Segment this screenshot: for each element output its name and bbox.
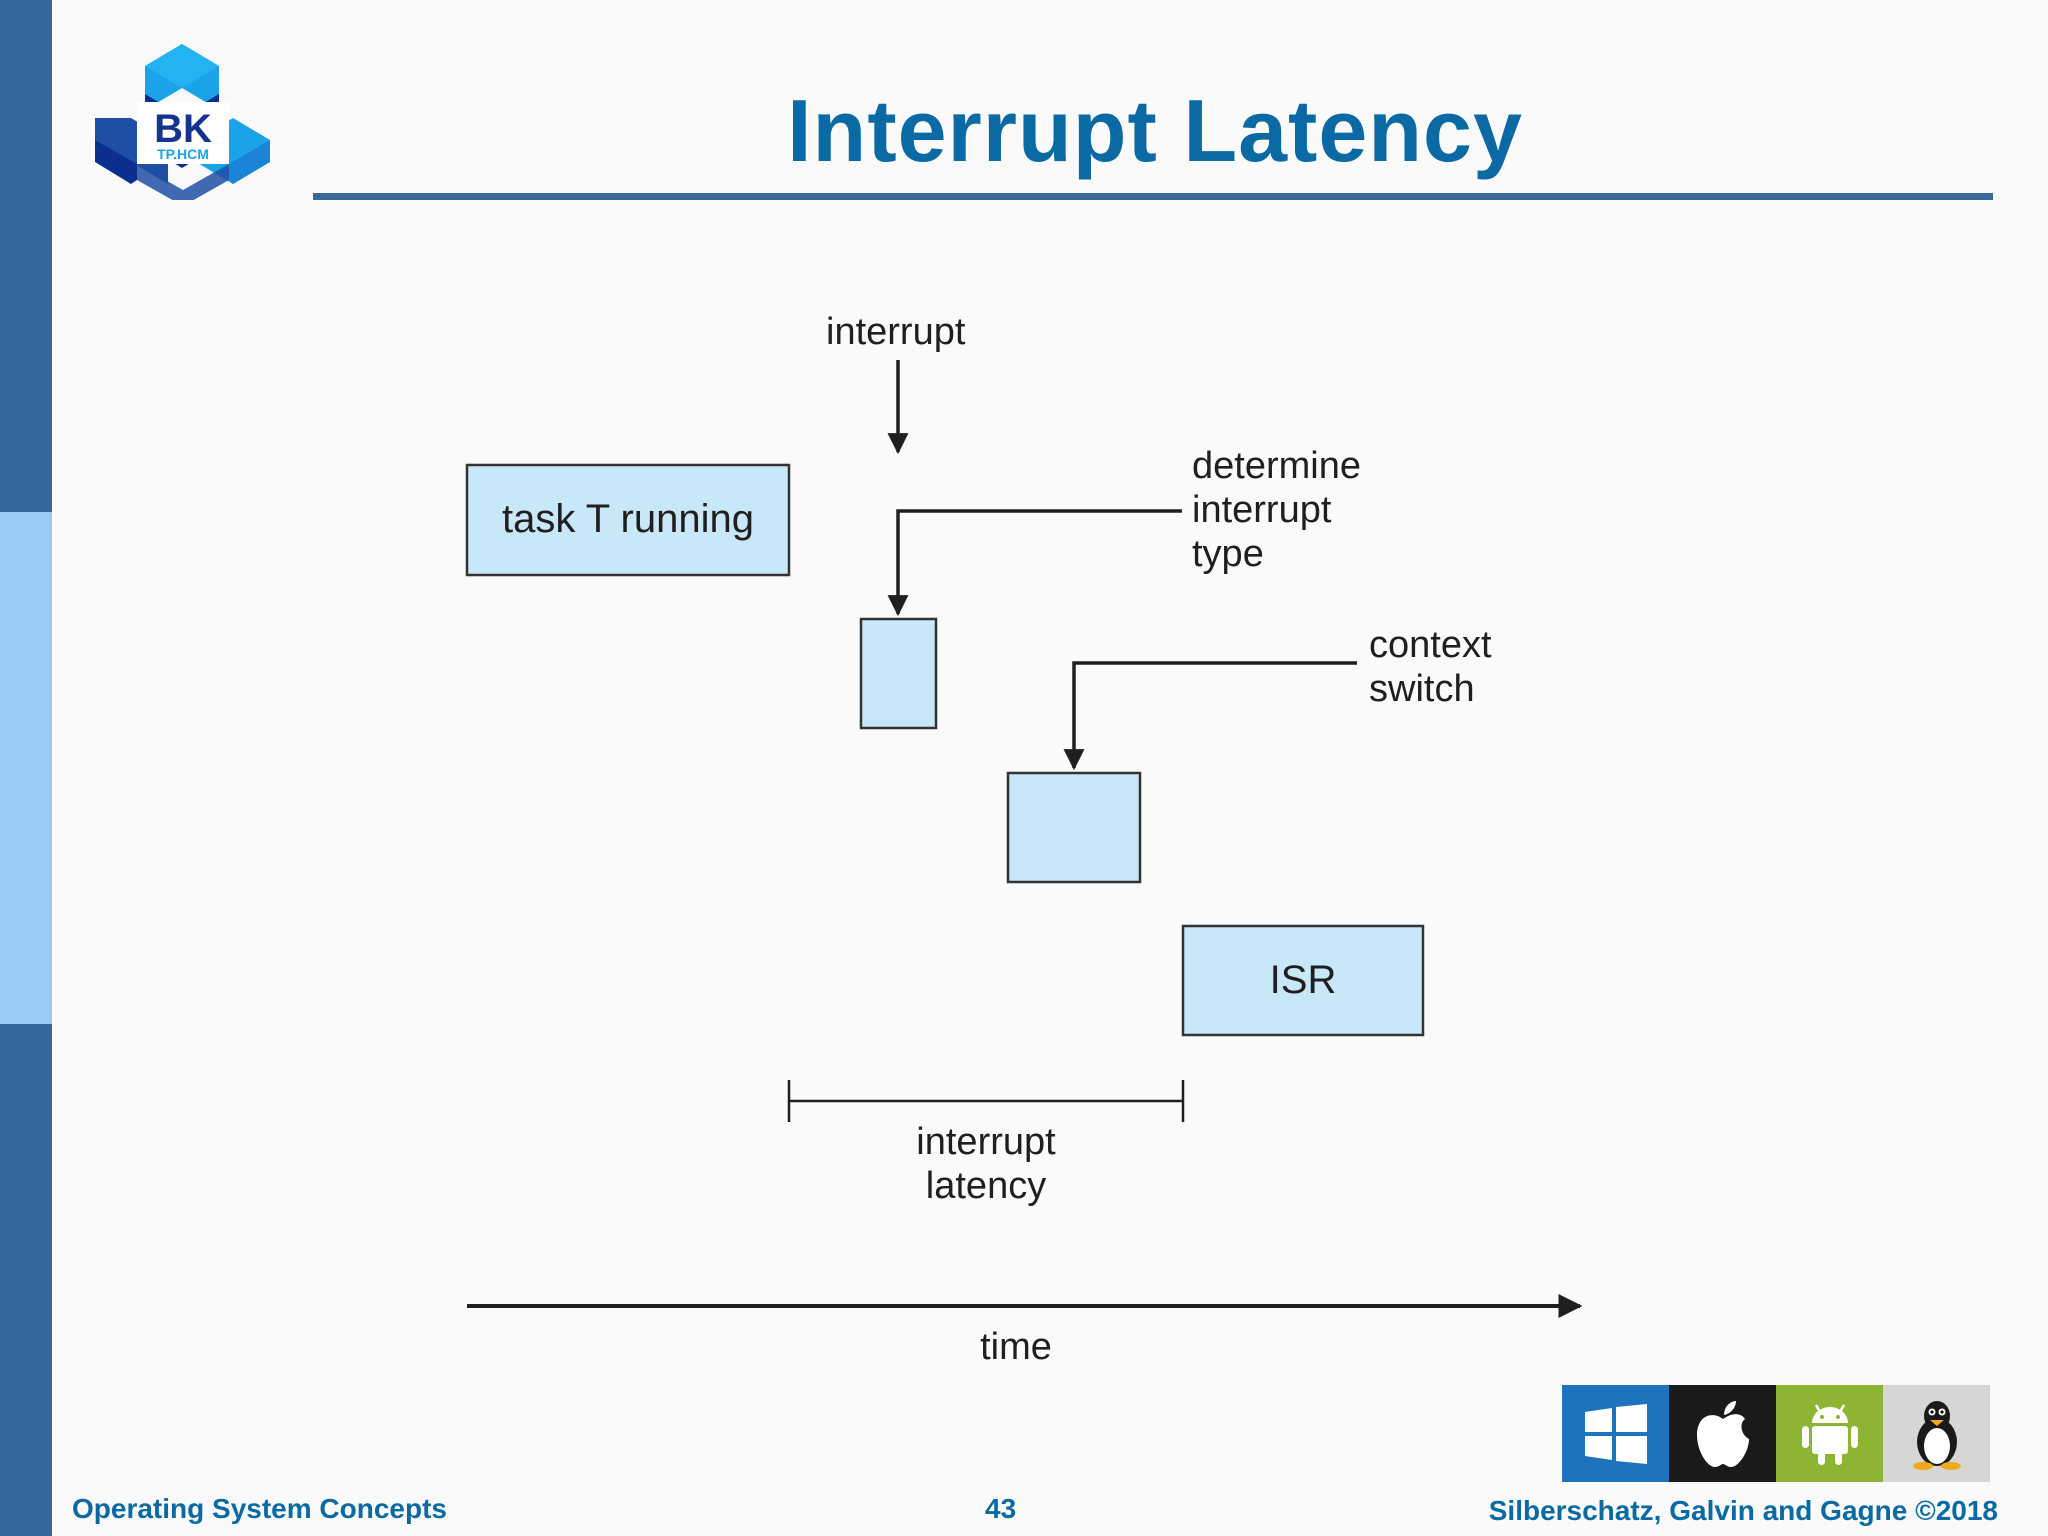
time-label: time: [980, 1326, 1052, 1368]
left-sidebar-bar: [0, 0, 52, 1536]
windows-icon: [1562, 1385, 1669, 1482]
task-running-label: task T running: [501, 497, 754, 541]
interrupt-label: interrupt: [826, 311, 966, 353]
determine-type-box: [859, 617, 938, 730]
apple-icon: [1669, 1385, 1776, 1482]
context-switch-box: [1006, 771, 1142, 884]
sidebar-segment-bottom: [0, 1024, 52, 1536]
determine-arrow: [887, 509, 1182, 617]
latency-label-line2: latency: [925, 1165, 1047, 1207]
bk-university-logo: BK TP.HCM: [95, 44, 270, 200]
latency-label-line1: interrupt: [916, 1121, 1056, 1163]
context-switch-label-line1: context: [1369, 624, 1492, 666]
android-icon: [1776, 1385, 1883, 1482]
footer-page-number: 43: [985, 1493, 1017, 1524]
slide-title: Interrupt Latency: [787, 81, 1523, 180]
determine-label-line1: determine: [1192, 445, 1361, 487]
logo-text-main: BK: [154, 107, 212, 151]
logo-text-sub: TP.HCM: [157, 146, 209, 162]
isr-box: [1181, 924, 1425, 1037]
footer-course-title: Operating System Concepts: [72, 1493, 447, 1524]
os-icon-strip: [1562, 1385, 1990, 1482]
sidebar-segment-middle: [0, 512, 52, 1024]
task-running-box: [465, 463, 791, 577]
isr-label: ISR: [1269, 958, 1337, 1002]
context-switch-arrow: [1063, 661, 1357, 771]
linux-icon: [1883, 1385, 1990, 1482]
determine-label-line3: type: [1192, 533, 1264, 575]
determine-label-line2: interrupt: [1192, 489, 1332, 531]
title-underline: [313, 193, 1993, 200]
context-switch-label-line2: switch: [1369, 668, 1475, 710]
footer-copyright: Silberschatz, Galvin and Gagne ©2018: [1488, 1495, 1998, 1526]
sidebar-segment-top: [0, 0, 52, 512]
